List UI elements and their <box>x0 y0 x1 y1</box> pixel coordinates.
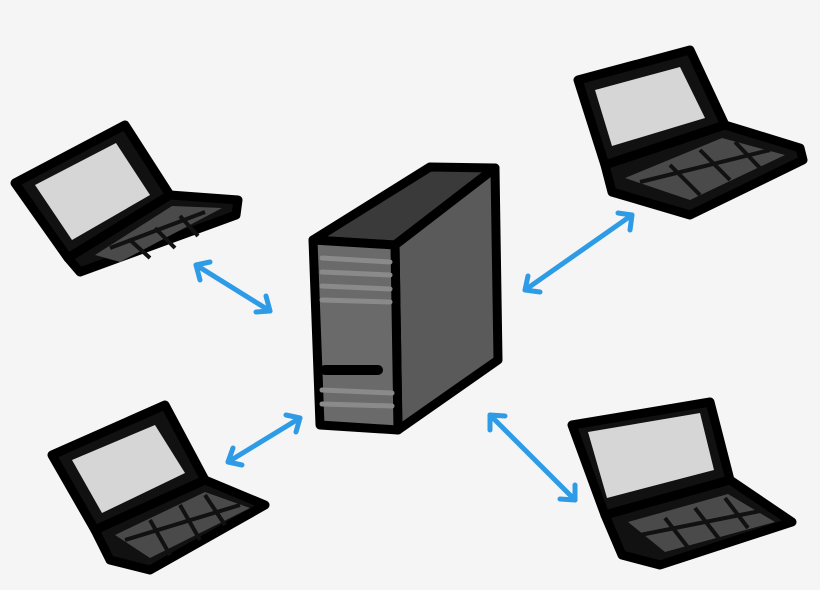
laptop-key-lines <box>639 496 766 552</box>
shape <box>225 415 303 465</box>
shape <box>283 412 303 435</box>
double-arrow-icon <box>487 412 578 503</box>
shape <box>522 212 635 293</box>
laptop-key-lines <box>124 493 241 556</box>
laptop-key-lines <box>639 140 771 197</box>
shape <box>253 293 273 315</box>
laptop-bottom-right-icon <box>567 397 797 570</box>
server-front <box>308 235 403 435</box>
server-icon <box>308 162 503 435</box>
connection-arrows <box>193 210 635 503</box>
laptop-bottom-left-icon <box>47 400 270 575</box>
double-arrow-icon <box>225 412 303 468</box>
shape <box>487 412 578 503</box>
laptop-top-left-icon <box>10 120 243 277</box>
shape <box>522 273 543 295</box>
double-arrow-icon <box>522 210 635 295</box>
shape <box>193 259 213 283</box>
laptop-screen <box>35 143 150 240</box>
laptop-screen <box>588 413 714 498</box>
double-arrow-icon <box>193 259 273 315</box>
shape <box>193 262 273 314</box>
laptop-top-right-icon <box>573 45 808 220</box>
shape <box>487 412 508 433</box>
laptop-key-lines <box>109 210 206 260</box>
server-vents <box>319 255 395 409</box>
shape <box>557 482 578 503</box>
shape <box>615 210 635 233</box>
shape <box>225 445 245 468</box>
laptop-screen <box>595 67 705 146</box>
laptop-screen <box>72 425 185 513</box>
